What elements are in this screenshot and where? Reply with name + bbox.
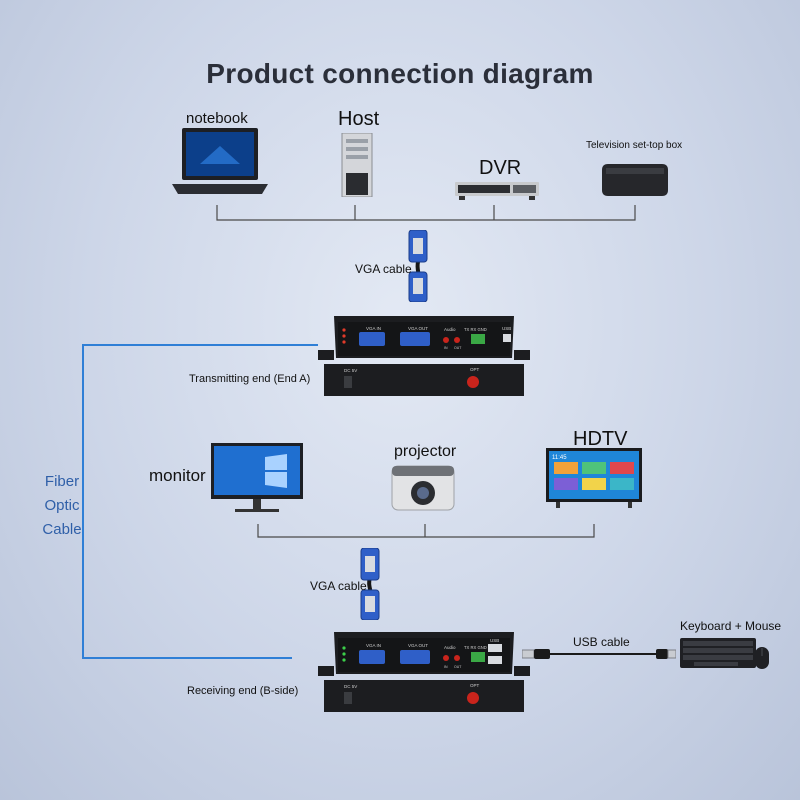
rx-out-text: OUT xyxy=(454,665,462,669)
fiber-optic-label: Fiber Optic Cable xyxy=(42,473,82,538)
tx-dc-text: DC 5V xyxy=(344,368,357,373)
page-title: Product connection diagram xyxy=(206,58,594,89)
vga-cable-label-top: VGA cable xyxy=(355,262,412,276)
projector-icon xyxy=(391,465,455,511)
tv-icon: 11:45 xyxy=(546,448,642,508)
transmitter-label: Transmitting end (End A) xyxy=(189,373,311,385)
set-top-box-icon xyxy=(602,164,668,196)
tx-opt-text: OPT xyxy=(470,367,480,372)
usb-cable-label: USB cable xyxy=(573,635,630,649)
tower-pc-icon xyxy=(341,133,373,197)
laptop-icon xyxy=(172,128,268,194)
rx-opt-text: OPT xyxy=(470,683,480,688)
vga-connector-icon xyxy=(408,230,428,302)
rx-serial-text: TX RX GND xyxy=(464,645,487,650)
usb-plug-icon xyxy=(656,649,676,659)
dvr-label: DVR xyxy=(479,157,522,179)
tv-time-text: 11:45 xyxy=(552,455,567,461)
monitor-icon xyxy=(211,443,303,512)
keyboard-mouse-label: Keyboard + Mouse xyxy=(680,619,782,633)
tx-audio-text: Audio xyxy=(444,327,456,332)
tx-usb-text: USB xyxy=(502,326,511,331)
host-label: Host xyxy=(338,108,380,130)
tx-in-text: IN xyxy=(444,346,448,350)
vga-connector-icon xyxy=(360,548,380,620)
mouse-icon xyxy=(755,647,769,669)
hdtv-label: HDTV xyxy=(573,428,628,450)
rx-audio-text: Audio xyxy=(444,645,456,650)
set-top-box-label: Television set-top box xyxy=(586,140,683,151)
keyboard-icon xyxy=(680,638,756,668)
display-bus-line xyxy=(257,524,595,538)
rx-in-text: IN xyxy=(444,665,448,669)
transmitter-device: VGA IN VGA OUT Audio IN OUT TX RX GND US… xyxy=(318,316,530,396)
projector-label: projector xyxy=(394,443,457,460)
dvr-icon xyxy=(455,182,539,200)
tx-vga-in-text: VGA IN xyxy=(366,326,381,331)
rx-usb-text: USB xyxy=(490,638,499,643)
receiver-device: VGA IN VGA OUT Audio IN OUT TX RX GND US… xyxy=(318,632,530,712)
notebook-label: notebook xyxy=(186,110,248,127)
tx-vga-out-text: VGA OUT xyxy=(408,326,428,331)
usb-plug-icon xyxy=(522,649,550,659)
receiver-label: Receiving end (B-side) xyxy=(187,685,299,697)
rx-vga-in-text: VGA IN xyxy=(366,643,381,648)
source-bus-line xyxy=(216,205,636,221)
vga-cable-label-bottom: VGA cable xyxy=(310,579,367,593)
tx-out-text: OUT xyxy=(454,346,462,350)
monitor-label: monitor xyxy=(149,466,206,485)
tx-serial-text: TX RX GND xyxy=(464,327,487,332)
rx-dc-text: DC 5V xyxy=(344,684,357,689)
rx-vga-out-text: VGA OUT xyxy=(408,643,428,648)
